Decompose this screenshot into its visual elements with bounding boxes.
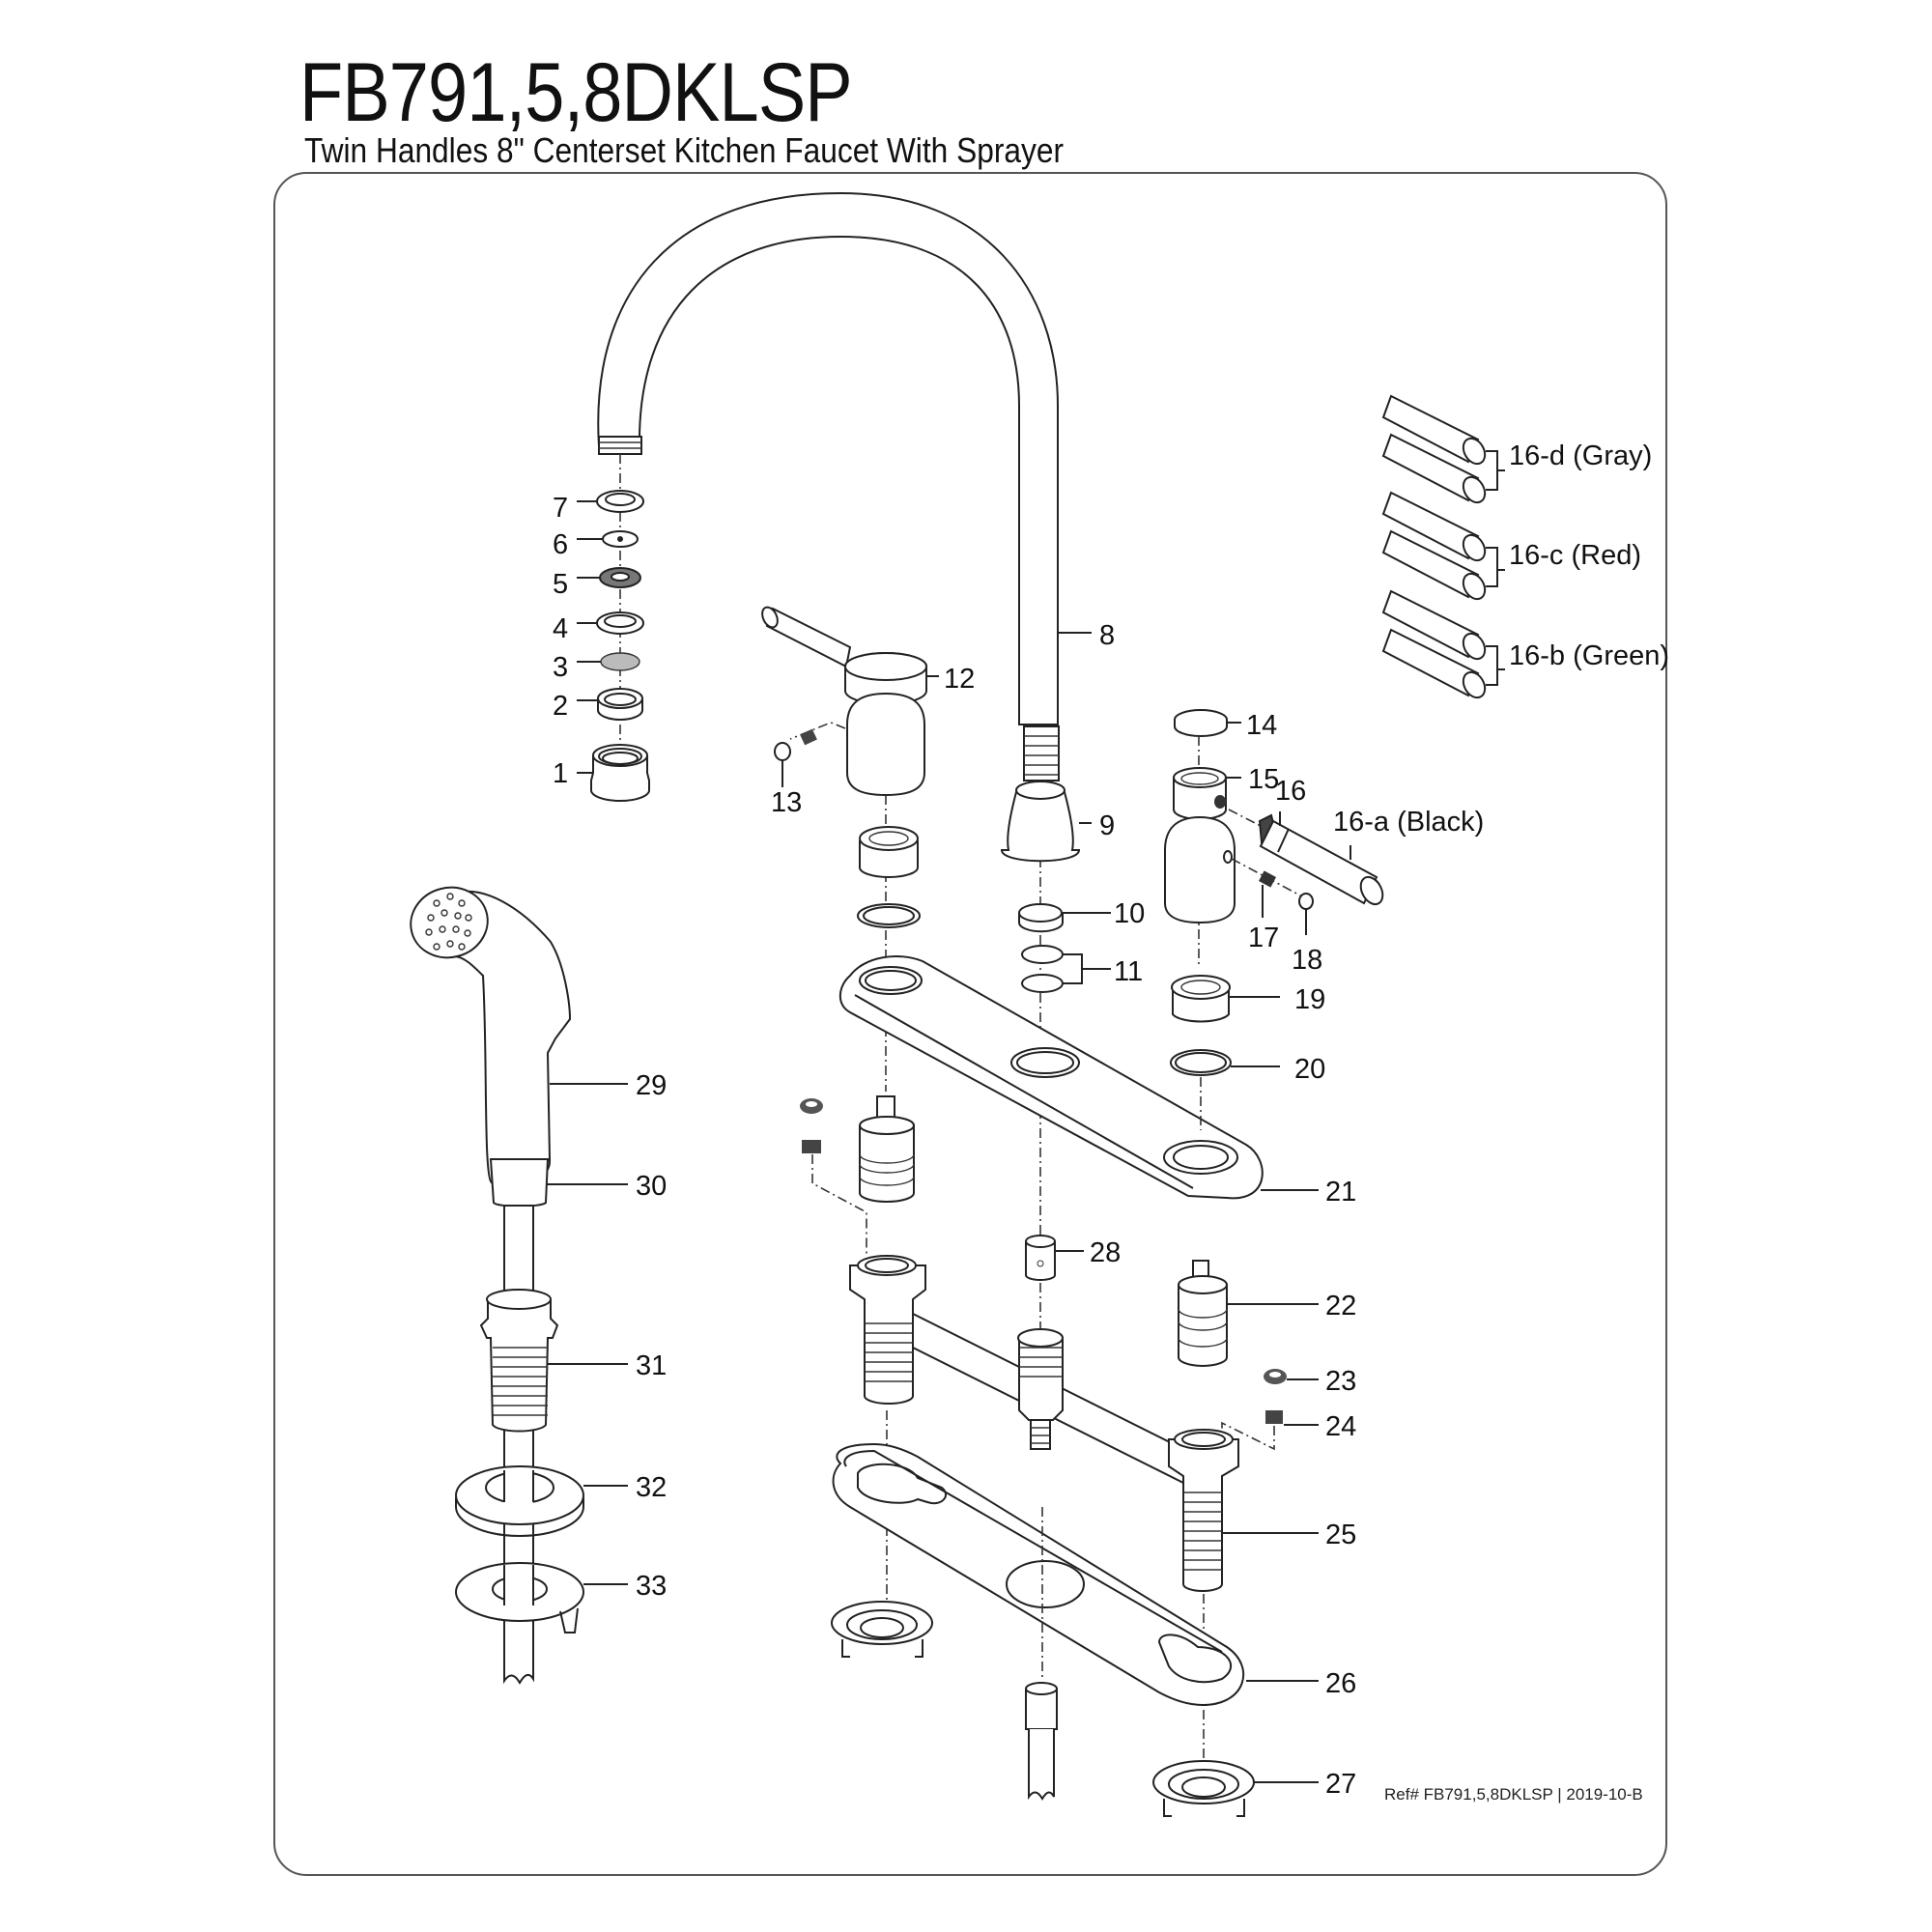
callout-18: 18 [1292,945,1322,976]
gasket-part-26[interactable] [832,1442,1245,1707]
callout-17: 17 [1248,923,1279,953]
callout-15: 15 [1248,764,1279,795]
callout-21: 21 [1325,1177,1356,1208]
left-handle-part-12[interactable] [759,605,927,797]
lever-handles-red-part-16-c[interactable] [1381,491,1505,603]
callout-28: 28 [1090,1237,1121,1268]
left-cartridge[interactable] [859,1095,915,1203]
callout-16-d: 16-d (Gray) [1509,440,1652,471]
spout-part[interactable] [597,191,1060,781]
product-description: Twin Handles 8" Centerset Kitchen Faucet… [304,130,1065,170]
callout-30: 30 [636,1171,667,1202]
callout-14: 14 [1246,710,1277,741]
callout-16-a: 16-a (Black) [1333,807,1484,838]
sprayer-collar-part-30[interactable] [489,1158,550,1208]
plug-part-18[interactable] [1298,893,1314,910]
lever-part-16-a[interactable] [1228,809,1387,908]
hose-guide-part-31[interactable] [479,1289,559,1433]
callout-2: 2 [553,691,568,722]
seat-part-23[interactable] [1264,1369,1287,1384]
callout-12: 12 [944,664,975,695]
callout-4: 4 [553,613,568,644]
callout-1: 1 [553,758,568,789]
callout-11: 11 [1114,956,1143,987]
diagram-frame [273,172,1667,1876]
callout-5: 5 [553,569,568,600]
callout-31: 31 [636,1350,667,1381]
callout-27: 27 [1325,1769,1356,1800]
aerator-screen-part-3[interactable] [600,652,640,671]
right-bonnet-nut-part-19[interactable] [1171,975,1231,1023]
callout-23: 23 [1325,1366,1356,1397]
spring-part-24[interactable] [1221,1410,1283,1451]
callout-25: 25 [1325,1520,1356,1550]
aerator-insert-part-5[interactable] [599,567,641,588]
left-washer[interactable] [857,903,921,928]
left-bonnet-nut[interactable] [859,826,919,878]
callout-3: 3 [553,652,568,683]
aerator-housing-part-2[interactable] [597,688,643,721]
left-lock-nut[interactable] [831,1601,933,1658]
deck-plate-part-21[interactable] [838,955,1264,1200]
aerator-washer-part-7[interactable] [596,490,644,513]
handle-hub-part-15[interactable] [1164,767,1236,924]
callout-16-c: 16-c (Red) [1509,540,1641,571]
callout-29: 29 [636,1070,667,1101]
aerator-disc-part-6[interactable] [602,530,639,548]
set-screw-part-17[interactable] [1223,850,1303,897]
sprayer-head-part-29[interactable] [403,879,572,1185]
callout-20: 20 [1294,1054,1325,1085]
callout-10: 10 [1114,898,1145,929]
valve-body-part-25[interactable] [849,1255,1239,1592]
left-seat-spring[interactable] [800,1098,867,1256]
callout-33: 33 [636,1571,667,1602]
leader-lines [547,500,1351,1783]
callout-19: 19 [1294,984,1325,1015]
cartridge-part-22[interactable] [1178,1260,1228,1367]
model-number-title: FB791,5,8DKLSP [299,46,853,139]
callout-9: 9 [1099,810,1115,841]
index-cap-part-14[interactable] [1174,709,1228,737]
lever-handles-gray-part-16-d[interactable] [1381,394,1505,506]
supply-hose-connector[interactable] [1025,1507,1058,1801]
callout-26: 26 [1325,1668,1356,1699]
sprayer-washer-part-33[interactable] [455,1562,584,1634]
center-diverter-part-28[interactable] [1025,1235,1056,1281]
callout-6: 6 [553,529,568,560]
callout-24: 24 [1325,1411,1356,1442]
callout-13: 13 [771,787,802,818]
callout-16-b: 16-b (Green) [1509,640,1669,671]
callout-7: 7 [553,493,568,524]
callout-32: 32 [636,1472,667,1503]
spout-nut-part-10[interactable] [1018,903,1064,933]
callout-16: 16 [1275,776,1306,807]
o-rings-part-11[interactable] [1021,945,1064,993]
lock-nut-part-27[interactable] [1152,1760,1255,1817]
spout-base-part-9[interactable] [1000,781,1081,863]
sprayer-base-part-32[interactable] [455,1465,584,1537]
aerator-body-part-1[interactable] [590,744,650,802]
set-screw-part-13[interactable] [774,722,846,761]
callout-22: 22 [1325,1291,1356,1321]
aerator-ring-part-4[interactable] [596,611,644,635]
lever-handles-green-part-16-b[interactable] [1381,589,1505,701]
callout-8: 8 [1099,620,1115,651]
reference-number: Ref# FB791,5,8DKLSP | 2019-10-B [1384,1785,1643,1804]
washer-part-20[interactable] [1170,1049,1232,1076]
